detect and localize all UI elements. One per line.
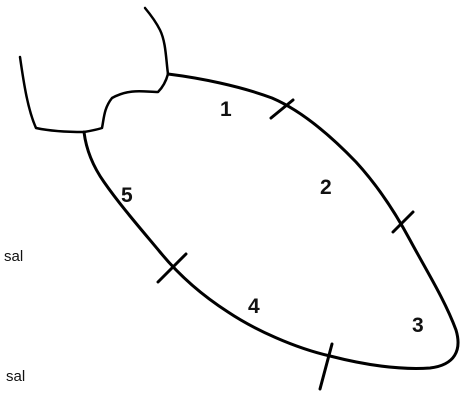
- divider-4-5: [158, 254, 186, 282]
- upper-structure-line: [20, 57, 168, 132]
- segment-label-1: 1: [220, 98, 232, 121]
- divider-3-4: [320, 344, 332, 389]
- segment-label-2: 2: [320, 176, 332, 199]
- segment-label-5: 5: [121, 184, 133, 207]
- segment-label-3: 3: [412, 314, 424, 337]
- edge-text-lower: sal: [6, 368, 25, 385]
- segment-label-4: 4: [248, 295, 260, 318]
- edge-text-upper: sal: [4, 248, 23, 265]
- top-right-line: [145, 8, 168, 74]
